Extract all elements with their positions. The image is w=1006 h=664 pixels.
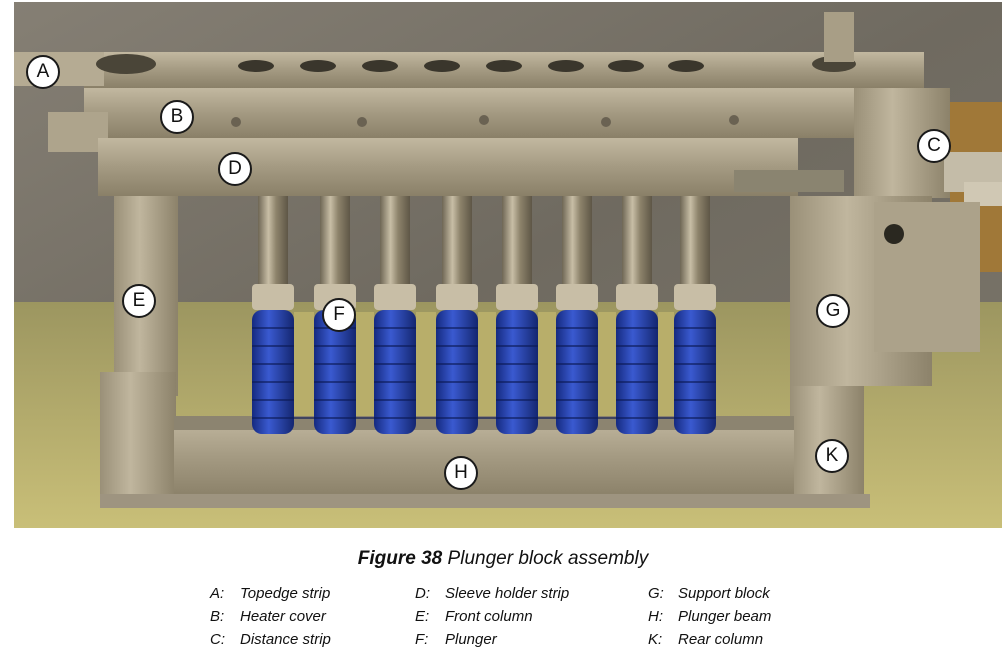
legend-item-e: E: Front column [415,608,533,625]
legend-item-b: B: Heater cover [210,608,326,625]
legend-item-f: F: Plunger [415,631,497,648]
legend-label: Plunger [445,631,497,648]
legend-item-a: A: Topedge strip [210,585,330,602]
legend-key: F: [415,631,429,648]
heater-cover [84,88,864,138]
callout-k: K [815,439,849,473]
callout-d: D [218,152,252,186]
legend-key: B: [210,608,225,625]
legend-item-h: H: Plunger beam [648,608,771,625]
callout-a: A [26,55,60,89]
legend-label: Distance strip [240,631,331,648]
figure-title: Plunger block assembly [447,548,649,569]
legend-key: A: [210,585,225,602]
figure-number: Figure 38 [357,548,443,569]
legend-item-k: K: Rear column [648,631,763,648]
plunger [252,196,294,434]
legend-key: C: [210,631,225,648]
legend-label: Front column [445,608,533,625]
legend-item-c: C: Distance strip [210,631,331,648]
legend-label: Rear column [678,631,764,648]
plunger-group [252,196,716,434]
callout-c: C [917,129,951,163]
legend-key: H: [648,608,663,625]
plunger [496,196,538,434]
callout-g: G [816,294,850,328]
legend-label: Sleeve holder strip [445,585,570,602]
sleeve-holder-strip [98,138,798,196]
plunger [674,196,716,434]
assembly-photo [14,2,1002,528]
legend-label: Heater cover [240,608,326,625]
legend-item-d: D: Sleeve holder strip [415,585,569,602]
callout-b: B [160,100,194,134]
plunger [556,196,598,434]
legend-label: Support block [678,585,770,602]
legend-key: E: [415,608,430,625]
plunger [374,196,416,434]
figure-caption: Figure 38 Plunger block assembly [0,548,1006,570]
callout-f: F [322,298,356,332]
legend-item-g: G: Support block [648,585,770,602]
plunger [436,196,478,434]
legend-key: G: [648,585,664,602]
plunger [314,196,356,434]
callout-e: E [122,284,156,318]
legend-label: Plunger beam [678,608,772,625]
legend-key: D: [415,585,430,602]
legend-label: Topedge strip [240,585,331,602]
legend-key: K: [648,631,663,648]
plunger [616,196,658,434]
callout-h: H [444,456,478,490]
